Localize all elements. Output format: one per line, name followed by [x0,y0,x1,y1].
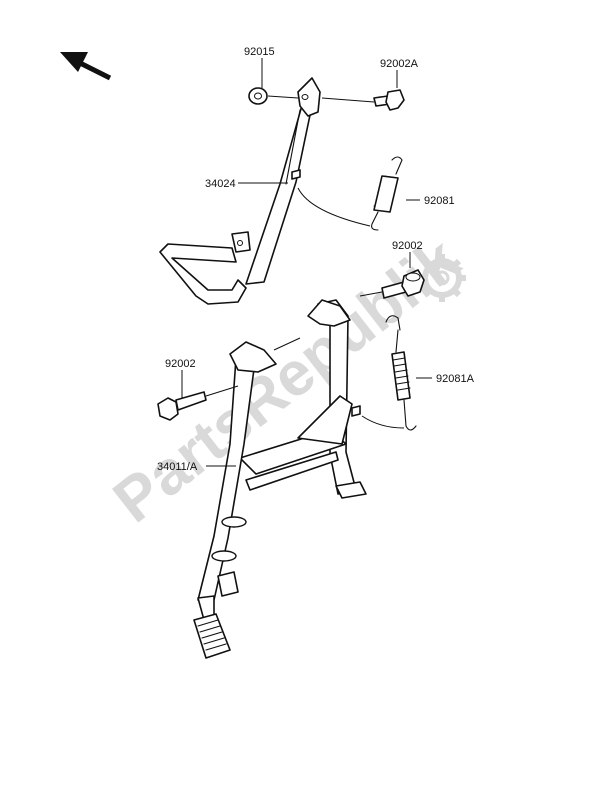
label-34024: 34024 [205,178,236,190]
bolt-92002-left [157,391,207,421]
spring-92081A [385,315,417,431]
arrow-up-left-icon [60,52,112,81]
label-92002-left: 92002 [165,358,196,370]
spring-92081 [371,156,403,231]
washer-92015 [248,87,268,105]
label-34011A: 34011/A [157,461,198,473]
side-stand-34024 [159,77,321,305]
label-92081: 92081 [424,195,455,207]
label-92002A: 92002A [380,58,419,70]
center-stand-34011A [193,299,367,659]
bolt-92002A [373,89,405,111]
leader-lines [181,58,432,467]
label-92081A: 92081A [436,373,475,385]
gear-icon [418,254,466,302]
bolt-92002-top [381,269,425,299]
label-92015: 92015 [244,46,275,58]
part-labels: 92015 92002A 34024 92081 92002 92002 920… [157,46,475,473]
label-92002-top: 92002 [392,240,423,252]
